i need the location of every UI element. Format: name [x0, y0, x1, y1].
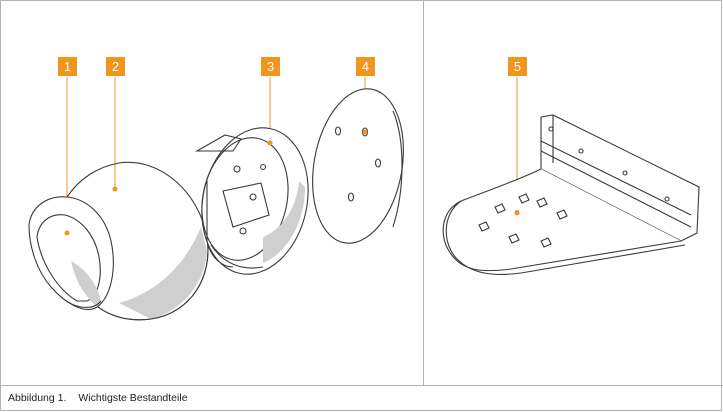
- caption-number: Abbildung 1.: [8, 392, 66, 404]
- callout-dot-4: [363, 130, 368, 135]
- callout-badge-5: 5: [508, 57, 527, 76]
- back-plate-drawing: [301, 82, 415, 251]
- callout-badge-1: 1: [58, 57, 77, 76]
- caption-title: Wichtigste Bestandteile: [78, 392, 187, 404]
- callout-dot-5: [515, 211, 520, 216]
- callout-dot-2: [113, 187, 118, 192]
- wall-bracket-drawing: [443, 115, 699, 274]
- callout-dot-1: [65, 231, 70, 236]
- figure-caption: Abbildung 1. Wichtigste Bestandteile: [8, 392, 188, 404]
- callout-badge-4: 4: [356, 57, 375, 76]
- mount-ring-drawing: [189, 118, 321, 284]
- callout-badge-2: 2: [106, 57, 125, 76]
- cover-inner-drawing: [29, 197, 113, 310]
- caption-divider: [1, 385, 723, 386]
- callout-badge-3: 3: [261, 57, 280, 76]
- callout-dot-3: [268, 141, 273, 146]
